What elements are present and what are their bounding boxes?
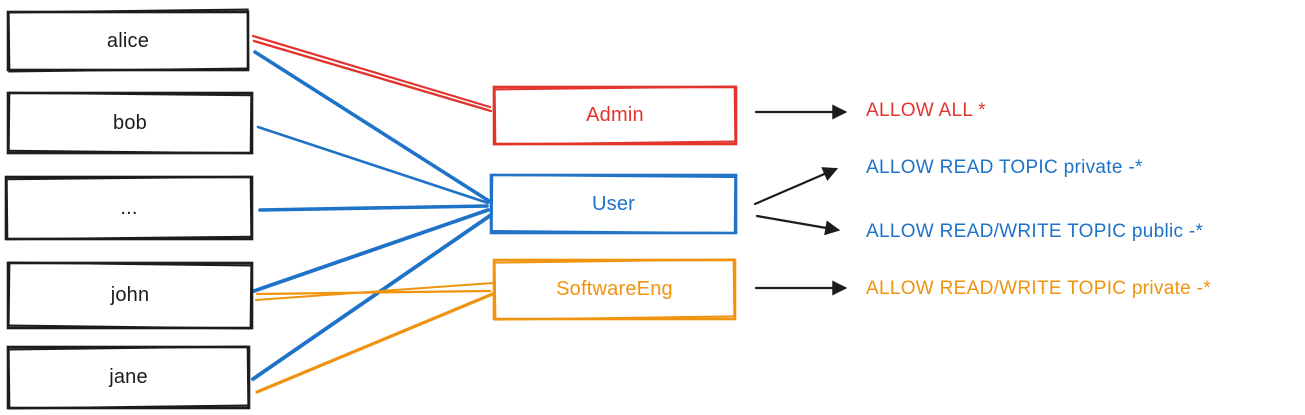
edge-alice-admin (251, 34, 493, 113)
role-label-user: User (591, 192, 636, 215)
user-label-alice: alice (106, 29, 150, 52)
user-box-alice (6, 8, 250, 73)
edge-jane-user (251, 213, 493, 381)
edge-alice-user (253, 50, 491, 203)
arrow-user-read-private (753, 167, 839, 206)
role-box-admin (492, 85, 738, 146)
user-box-john (6, 261, 254, 330)
role-box-softwareeng (492, 258, 737, 321)
edge-jane-softwareeng (255, 291, 497, 394)
user-label-jane: jane (109, 366, 148, 388)
permission-label-allow-all: ALLOW ALL * (866, 100, 986, 121)
edge-bob-user (256, 125, 490, 205)
user-label-john: john (110, 284, 150, 306)
edge-john-softwareeng (255, 282, 494, 301)
user-label-dots: ... (120, 196, 138, 219)
user-box-dots (4, 175, 254, 241)
user-box-jane (6, 345, 251, 410)
role-label-softwareeng: SoftwareEng (556, 278, 673, 300)
arrow-user-readwrite-public (755, 214, 841, 236)
edge-john-user (252, 208, 490, 293)
permission-label-readwrite-public: ALLOW READ/WRITE TOPIC public -* (866, 221, 1204, 242)
permission-label-read-private: ALLOW READ TOPIC private -* (866, 157, 1143, 178)
user-box-bob (6, 91, 254, 155)
permission-label-readwrite-private: ALLOW READ/WRITE TOPIC private -* (866, 278, 1211, 299)
role-label-admin: Admin (586, 104, 644, 126)
user-label-bob: bob (113, 111, 147, 134)
edge-dots-user (258, 204, 489, 212)
role-box-user (489, 173, 738, 235)
